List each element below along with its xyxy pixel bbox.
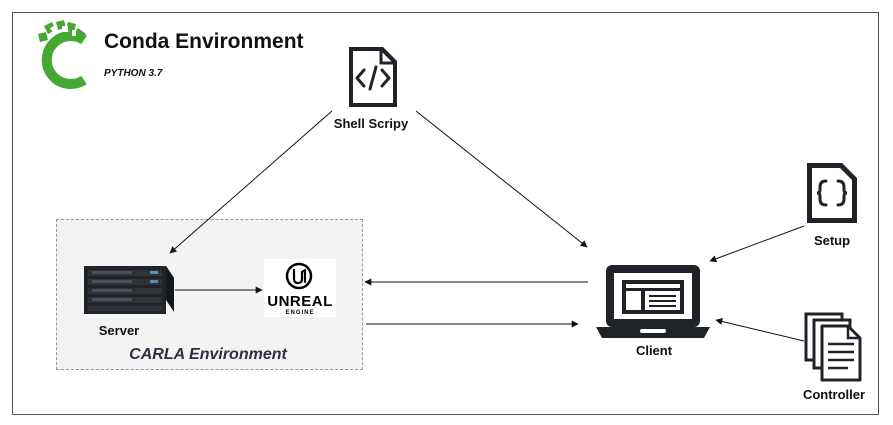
laptop-icon — [596, 265, 710, 338]
shell-script-label: Shell Scripy — [333, 116, 409, 131]
edge-shell-to-client — [415, 110, 588, 248]
python-version-label: PYTHON 3.7 — [104, 68, 163, 79]
server-label: Server — [98, 323, 140, 338]
setup-label: Setup — [813, 233, 851, 248]
engine-wordmark: ENGINE — [285, 310, 315, 316]
conda-logo-icon — [38, 20, 87, 89]
diagram-frame — [12, 12, 879, 415]
server-rack-icon — [84, 266, 174, 314]
edge-shell-to-server — [169, 110, 333, 254]
edge-setup-to-client — [709, 225, 805, 263]
braces-file-icon — [807, 163, 857, 223]
client-label: Client — [635, 343, 673, 358]
code-file-icon — [349, 47, 397, 107]
carla-environment-label: CARLA Environment — [129, 346, 287, 363]
controller-label: Controller — [802, 387, 866, 402]
unreal-engine-logo — [264, 259, 336, 317]
documents-stack-icon — [804, 312, 862, 382]
unreal-wordmark: UNREAL — [267, 293, 333, 310]
edge-controller-to-client — [715, 318, 805, 342]
page-title: Conda Environment — [104, 30, 304, 53]
